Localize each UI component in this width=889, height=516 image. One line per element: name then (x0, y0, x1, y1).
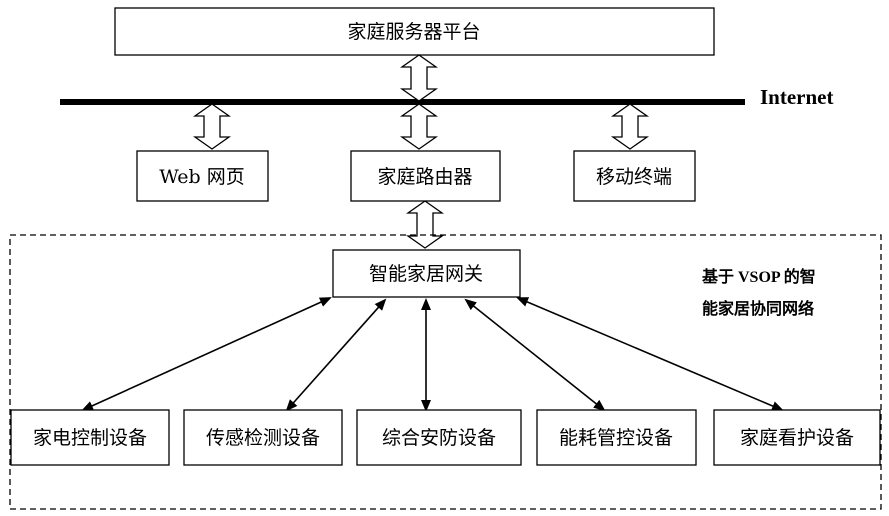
device-appliance-control-label: 家电控制设备 (33, 427, 147, 449)
device-integrated-security-label: 综合安防设备 (382, 427, 496, 449)
mobile-terminal-node: 移动终端 (574, 151, 695, 201)
web-page-label: Web 网页 (159, 166, 244, 188)
device-appliance-control: 家电控制设备 (11, 410, 169, 465)
mobile-terminal-label: 移动终端 (596, 166, 672, 188)
home-router-node: 家庭路由器 (351, 151, 500, 201)
network-caption-line1: 基于 VSOP 的智 (701, 267, 816, 286)
device-sensor-detection-label: 传感检测设备 (206, 427, 320, 449)
home-server-platform-node: 家庭服务器平台 (115, 8, 714, 55)
double-arrow-internet-mobile (613, 104, 647, 149)
device-sensor-detection: 传感检测设备 (184, 410, 342, 465)
device-energy-management: 能耗管控设备 (537, 410, 696, 465)
web-page-node: Web 网页 (137, 151, 268, 201)
internet-label: Internet (760, 85, 833, 109)
double-arrow-internet-router (402, 104, 436, 149)
device-energy-management-label: 能耗管控设备 (559, 427, 673, 449)
connector-gateway-energy (466, 300, 604, 410)
network-caption-line2: 能家居协同网络 (702, 299, 814, 318)
connector-gateway-sensor (287, 300, 385, 410)
smart-gateway-node: 智能家居网关 (333, 250, 520, 297)
connector-gateway-appliance (83, 298, 330, 410)
smart-gateway-label: 智能家居网关 (369, 263, 483, 285)
device-home-care: 家庭看护设备 (714, 410, 880, 465)
device-integrated-security: 综合安防设备 (357, 410, 521, 465)
device-home-care-label: 家庭看护设备 (740, 427, 854, 449)
home-router-label: 家庭路由器 (377, 166, 472, 188)
double-arrow-router-gateway (408, 201, 442, 248)
home-server-platform-label: 家庭服务器平台 (347, 21, 480, 43)
double-arrow-internet-web (195, 104, 229, 149)
double-arrow-server-internet (402, 55, 436, 101)
